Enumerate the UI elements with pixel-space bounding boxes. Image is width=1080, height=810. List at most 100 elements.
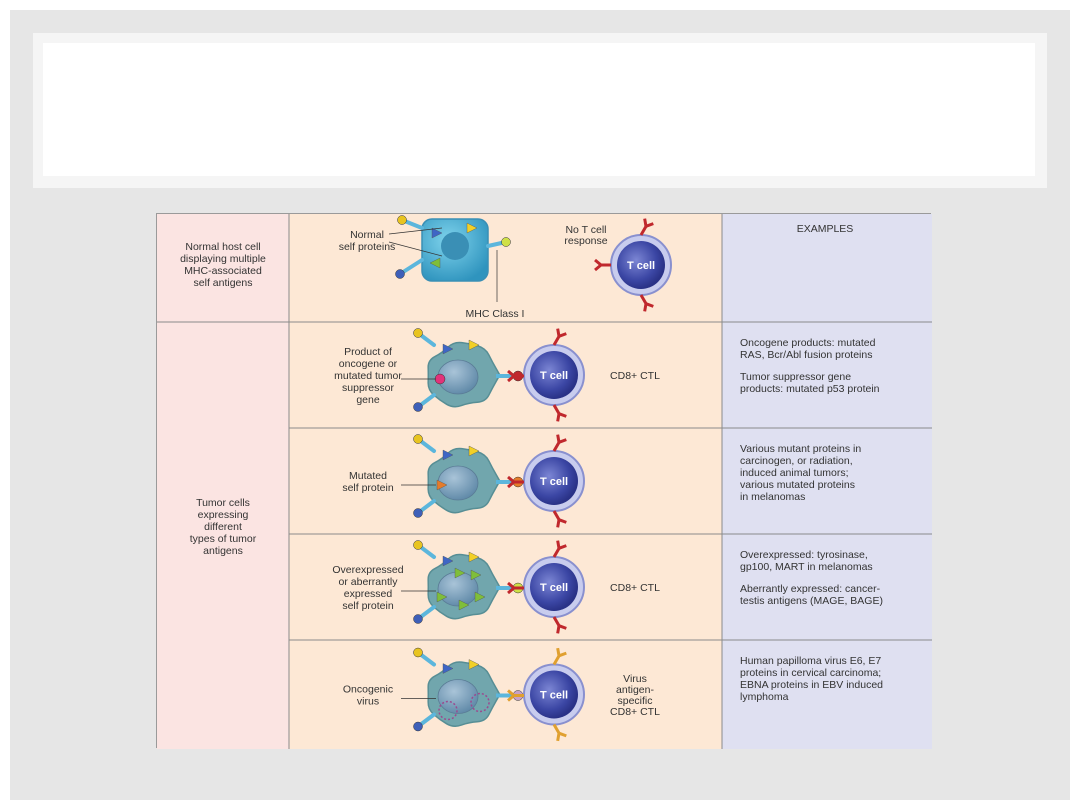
oncogenic-virus	[438, 700, 458, 721]
tumor-antigen-yellow	[468, 445, 480, 457]
undefined-peptide	[413, 508, 423, 518]
overexpressed-antigen	[474, 591, 486, 603]
tumor-cells-label-line: antigens	[203, 545, 243, 557]
overexpressed-antigen	[458, 599, 470, 611]
overexpressed-antigen	[454, 567, 466, 579]
tcell-label: T cell	[540, 690, 568, 702]
undefined-peptide	[397, 215, 407, 225]
tcr-arm	[643, 303, 648, 312]
oncogenic-virus	[470, 692, 490, 713]
normal-self-proteins-label-line: Normal	[350, 229, 384, 241]
tumor-antigen-blue	[442, 663, 454, 674]
overexpressed-antigen	[470, 569, 482, 581]
tcr	[552, 616, 567, 634]
tcr	[552, 647, 567, 666]
self-antigen-yellow	[466, 222, 478, 234]
tcr-stem	[552, 510, 561, 521]
tcr-arm	[645, 222, 654, 228]
overexpressed-antigen	[436, 591, 448, 603]
undefined-peptide	[413, 434, 423, 444]
tcr	[507, 369, 524, 383]
response-label-line: CD8+ CTL	[610, 370, 660, 382]
response-label: CD8+ CTL	[610, 370, 660, 382]
tcr-stem	[552, 616, 561, 627]
undefined-peptide	[501, 237, 511, 247]
normal-cell-nucleus	[441, 232, 469, 260]
normal-host-cell-label-line: self antigens	[194, 277, 253, 289]
tcr	[552, 404, 567, 422]
response-label-line: CD8+ CTL	[610, 706, 660, 718]
tcell-body	[530, 563, 578, 611]
example-text-line: Various mutant proteins in	[740, 443, 861, 455]
response-label-line: specific	[617, 695, 652, 707]
example-text-line: various mutated proteins	[740, 479, 855, 491]
title-placeholder[interactable]	[43, 43, 1035, 176]
antigen-type-label-line: expressed	[344, 588, 393, 600]
tumor-antigen-blue	[442, 555, 454, 567]
example-text-line: RAS, Bcr/Abl fusion proteins	[740, 349, 872, 361]
antigen-type-label-line: self protein	[342, 482, 394, 494]
tcr-arm	[558, 544, 567, 550]
antigen-type-label-line: Product of	[344, 346, 392, 358]
tcr-arm	[507, 369, 515, 378]
response-label-line: antigen-	[616, 684, 654, 696]
tcr-stem	[552, 547, 561, 558]
tcr-stem	[552, 404, 561, 415]
tumor-antigen-yellow	[468, 339, 480, 351]
mutated-self-antigen	[436, 479, 448, 491]
antigen-type-label-line: suppressor	[342, 382, 394, 394]
normal-host-cell-label-line: displaying multiple	[180, 253, 266, 265]
tcell-label: T cell	[540, 370, 568, 382]
examples-column	[722, 214, 932, 749]
undefined-peptide	[413, 540, 423, 550]
tumor-antigen-yellow	[468, 551, 480, 563]
tumor-cells-label-line: Tumor cells	[196, 497, 250, 509]
tcr-stem	[552, 441, 561, 452]
example-text-line: in melanomas	[740, 491, 805, 503]
tumor-nucleus	[437, 465, 479, 501]
tcell-body	[530, 351, 578, 399]
tcr-arm	[507, 475, 515, 484]
tcr-arm	[507, 581, 515, 590]
normal-host-cell-label-line: Normal host cell	[185, 241, 260, 253]
tcr	[594, 258, 611, 272]
example-text-line: Aberrantly expressed: cancer-	[740, 583, 881, 595]
undefined-peptide	[413, 614, 423, 624]
antigen-type-label-line: Mutated	[349, 470, 387, 482]
example-text: Overexpressed: tyrosinase,gp100, MART in…	[740, 549, 873, 573]
normal-self-proteins-label-line: self proteins	[339, 241, 396, 253]
example-text-line: gp100, MART in melanomas	[740, 561, 873, 573]
example-text-line: carcinogen, or radiation,	[740, 455, 853, 467]
response-label-line: CD8+ CTL	[610, 582, 660, 594]
tcr-arm	[556, 625, 561, 634]
tcell-label: T cell	[540, 476, 568, 488]
tumor-cells-label-line: expressing	[198, 509, 249, 521]
tcr	[507, 689, 524, 702]
tcr-arm	[558, 332, 567, 338]
undefined-peptide	[413, 328, 423, 338]
tcr-arm	[556, 519, 561, 528]
examples-header: EXAMPLES	[797, 223, 854, 235]
mhc-class-label: MHC Class I	[466, 308, 525, 320]
example-text-line: proteins in cervical carcinoma;	[740, 667, 881, 679]
undefined-peptide	[413, 647, 423, 658]
tumor-antigen-blue	[442, 343, 454, 355]
tumor-cells-label-line: different	[204, 521, 242, 533]
tcr	[552, 328, 567, 346]
tumor-antigen-yellow	[468, 659, 480, 670]
example-text-line: lymphoma	[740, 691, 789, 703]
tcr-arm	[594, 258, 602, 267]
no-response-label-line: No T cell	[565, 224, 606, 236]
